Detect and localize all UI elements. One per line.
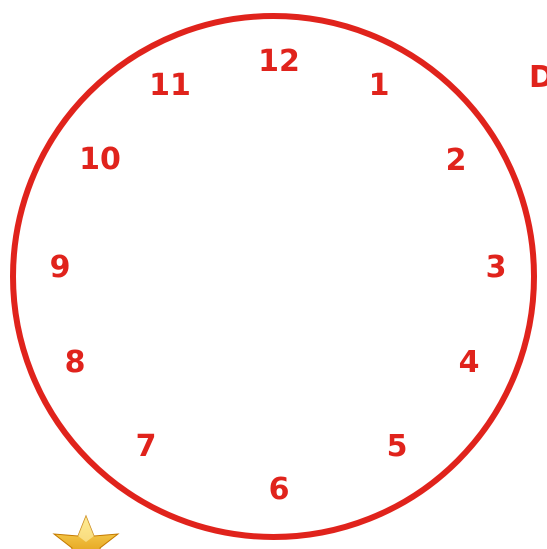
clock-number-8: 8 <box>65 348 86 378</box>
clock-number-5: 5 <box>387 432 408 462</box>
clock-number-3: 3 <box>486 253 507 283</box>
clock-face <box>10 13 537 540</box>
clock-number-1: 1 <box>369 71 390 101</box>
clock-number-4: 4 <box>459 348 480 378</box>
clock-number-10: 10 <box>79 145 121 175</box>
clock-number-11: 11 <box>149 71 191 101</box>
clock-number-12: 12 <box>258 47 300 77</box>
clock-number-9: 9 <box>50 253 71 283</box>
clock-number-6: 6 <box>269 475 290 505</box>
clock-number-2: 2 <box>446 146 467 176</box>
star-icon <box>48 512 144 549</box>
edge-letter-d: D <box>529 63 547 93</box>
clock-number-7: 7 <box>136 432 157 462</box>
